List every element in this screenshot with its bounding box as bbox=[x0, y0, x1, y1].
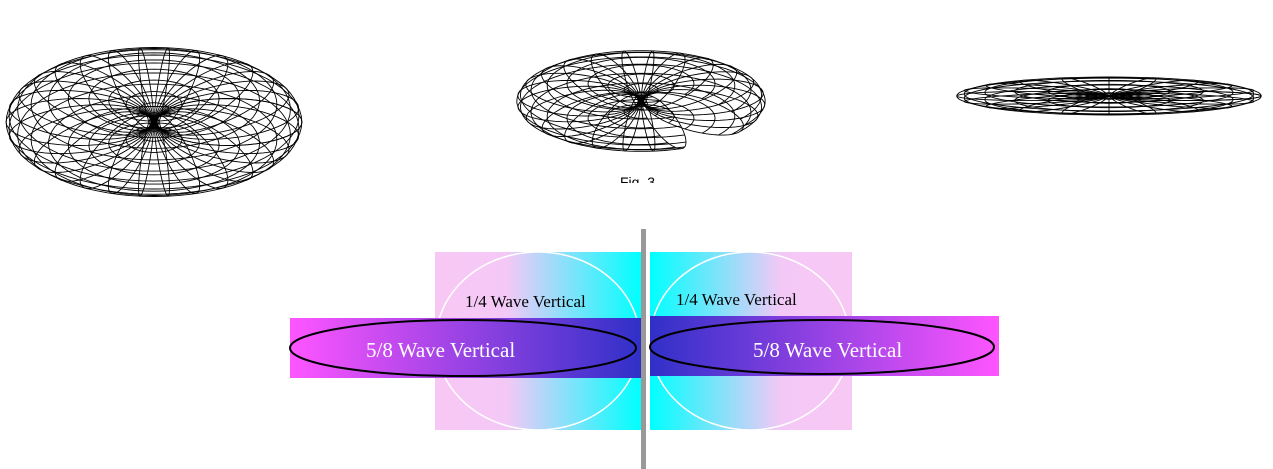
torus-wireframe-right bbox=[956, 76, 1262, 116]
antenna-mast bbox=[641, 229, 646, 469]
quarter-wave-label-right: 1/4 Wave Vertical bbox=[676, 290, 797, 309]
five-eighths-label-left: 5/8 Wave Vertical bbox=[366, 338, 515, 362]
five-eighths-outline-right bbox=[649, 319, 995, 375]
five-eighths-outline-left bbox=[289, 319, 637, 377]
torus-wireframe-left bbox=[5, 47, 303, 197]
torus-wireframe-middle bbox=[516, 50, 766, 152]
figure-caption: Fig. 3 bbox=[620, 174, 656, 190]
quarter-wave-label-left: 1/4 Wave Vertical bbox=[465, 292, 586, 311]
five-eighths-label-right: 5/8 Wave Vertical bbox=[753, 338, 902, 362]
